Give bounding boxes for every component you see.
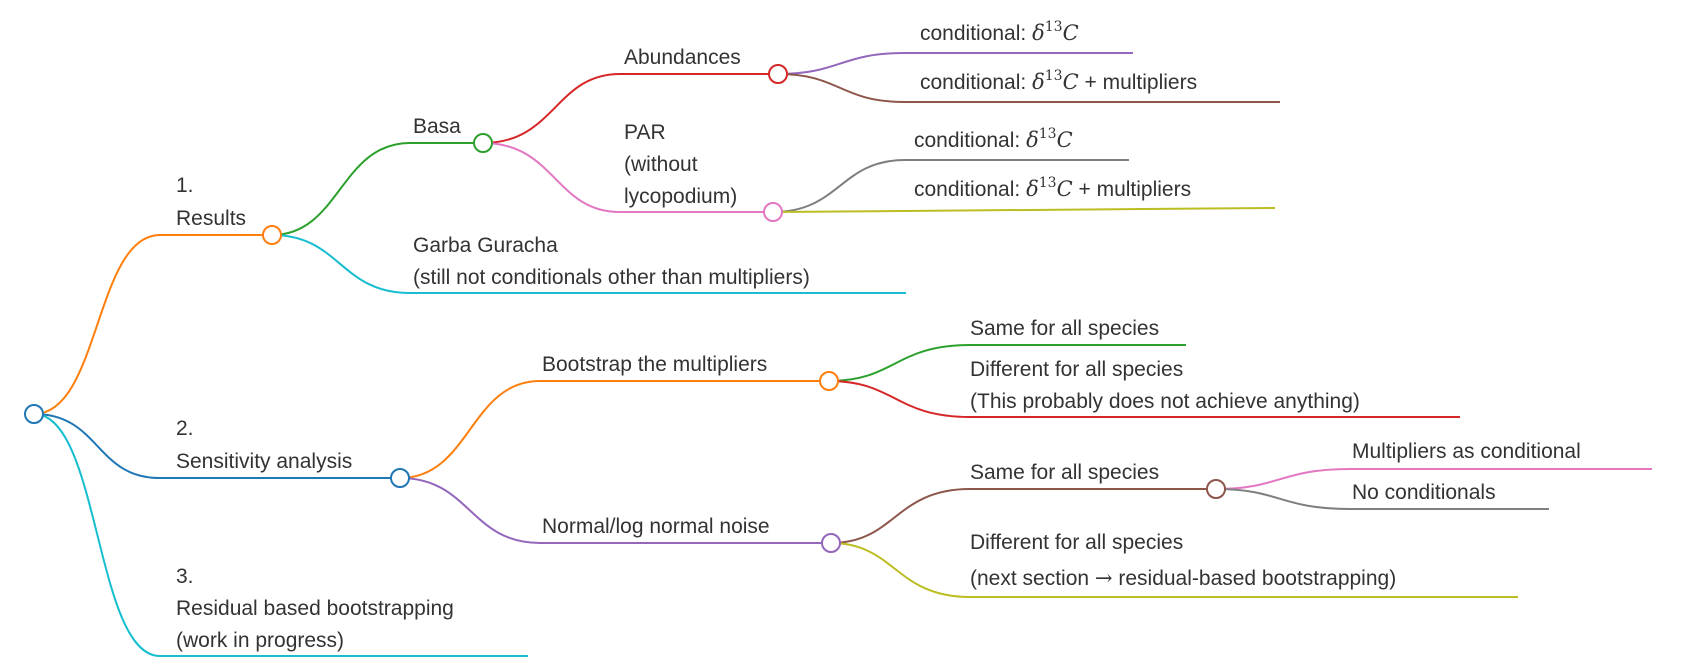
leaf-prefix: conditional: <box>914 178 1026 201</box>
par-label-line3: lycopodium) <box>624 185 737 208</box>
residual-label-line1: 3. <box>176 565 194 588</box>
delta-symbol: δ <box>1032 70 1045 94</box>
abundances-label[interactable]: Abundances <box>624 46 741 69</box>
results-label-line1: 1. <box>176 174 194 197</box>
par-leaf-delta13c-multipliers[interactable]: conditional: δ13C + multipliers <box>914 175 1191 201</box>
edge-basa-abundances <box>482 73 778 144</box>
results-label-line2: Results <box>176 207 246 230</box>
par-label-line2: (without <box>624 153 698 176</box>
noise-same-node[interactable] <box>1206 479 1226 499</box>
sensitivity-node[interactable] <box>390 468 410 488</box>
par-node[interactable] <box>763 202 783 222</box>
basa-node[interactable] <box>473 133 493 153</box>
noise-same-leaf-no-conditionals[interactable]: No conditionals <box>1352 481 1496 504</box>
root-node[interactable] <box>24 404 44 424</box>
leaf-prefix: conditional: <box>914 129 1026 152</box>
garba-label-line1: Garba Guracha <box>413 234 558 257</box>
edge-root-sensitivity <box>33 413 400 479</box>
delta-symbol: δ <box>1032 21 1045 45</box>
par-label[interactable]: PAR (without lycopodium) <box>624 121 737 208</box>
noise-different-prefix: (next section <box>970 567 1095 590</box>
variable-c: C <box>1057 128 1073 152</box>
noise-same-leaf-multipliers[interactable]: Multipliers as conditional <box>1352 440 1581 463</box>
sensitivity-label-line1: 2. <box>176 417 194 440</box>
variable-c: C <box>1063 70 1079 94</box>
results-label[interactable]: 1. Results <box>176 174 246 230</box>
edge-results-garba <box>271 234 906 294</box>
residual-label[interactable]: 3. Residual based bootstrapping (work in… <box>176 565 460 652</box>
edge-root-results <box>33 234 272 415</box>
edge-noise-same-leaf1 <box>1215 468 1652 490</box>
garba-label-line2: (still not conditionals other than multi… <box>413 266 810 289</box>
delta-symbol: δ <box>1026 128 1039 152</box>
delta-symbol: δ <box>1026 177 1039 201</box>
leaf-suffix: + multipliers <box>1079 71 1197 94</box>
edge-par-leaf2 <box>772 207 1276 213</box>
abundances-leaf-delta13c[interactable]: conditional: δ13C <box>920 19 1079 45</box>
noise-different-line1: Different for all species <box>970 531 1183 554</box>
leaf-prefix: conditional: <box>920 22 1032 45</box>
edge-root-residual <box>33 413 528 657</box>
bootstrap-different-label[interactable]: Different for all species (This probably… <box>970 358 1360 413</box>
edge-noise-different <box>830 542 1518 598</box>
bootstrap-different-line2: (This probably does not achieve anything… <box>970 390 1360 413</box>
abundances-node[interactable] <box>768 64 788 84</box>
edge-basa-par <box>482 142 773 213</box>
noise-different-label[interactable]: Different for all species (next section … <box>970 531 1396 590</box>
noise-different-suffix: residual-based bootstrapping) <box>1113 567 1397 590</box>
bootstrap-node[interactable] <box>819 371 839 391</box>
noise-different-line2: (next section → residual-based bootstrap… <box>970 566 1396 590</box>
abundances-leaf-delta13c-multipliers[interactable]: conditional: δ13C + multipliers <box>920 68 1197 94</box>
leaf-prefix: conditional: <box>920 71 1032 94</box>
edge-noise-same <box>830 488 1216 544</box>
edge-bootstrap-different <box>828 380 1460 418</box>
superscript-13: 13 <box>1045 68 1063 84</box>
noise-label[interactable]: Normal/log normal noise <box>542 515 770 538</box>
leaf-suffix: + multipliers <box>1073 178 1191 201</box>
basa-label[interactable]: Basa <box>413 115 461 138</box>
residual-label-line2: Residual based bootstrapping <box>176 597 454 620</box>
edge-sensitivity-bootstrap <box>399 380 829 479</box>
bootstrap-label[interactable]: Bootstrap the multipliers <box>542 353 767 376</box>
superscript-13: 13 <box>1039 175 1057 191</box>
edge-noise-same-leaf2 <box>1215 488 1549 510</box>
edge-abundances-leaf2 <box>777 73 1280 103</box>
bootstrap-same-label[interactable]: Same for all species <box>970 317 1159 340</box>
sensitivity-label-line2: Sensitivity analysis <box>176 450 352 473</box>
edge-bootstrap-same <box>828 344 1186 382</box>
noise-node[interactable] <box>821 533 841 553</box>
edge-par-leaf1 <box>772 159 1129 213</box>
edge-results-basa <box>271 142 483 236</box>
garba-guracha-label[interactable]: Garba Guracha (still not conditionals ot… <box>413 234 810 289</box>
superscript-13: 13 <box>1039 126 1057 142</box>
edge-sensitivity-noise <box>399 477 831 544</box>
residual-label-line3: (work in progress) <box>176 629 344 652</box>
par-leaf-delta13c[interactable]: conditional: δ13C <box>914 126 1073 152</box>
variable-c: C <box>1063 21 1079 45</box>
noise-same-label[interactable]: Same for all species <box>970 461 1159 484</box>
sensitivity-label[interactable]: 2. Sensitivity analysis <box>176 417 352 473</box>
par-label-line1: PAR <box>624 121 666 144</box>
edge-abundances-leaf1 <box>777 52 1133 75</box>
bootstrap-different-line1: Different for all species <box>970 358 1183 381</box>
superscript-13: 13 <box>1045 19 1063 35</box>
variable-c: C <box>1057 177 1073 201</box>
arrow-right-icon: → <box>1095 566 1113 590</box>
results-node[interactable] <box>262 225 282 245</box>
